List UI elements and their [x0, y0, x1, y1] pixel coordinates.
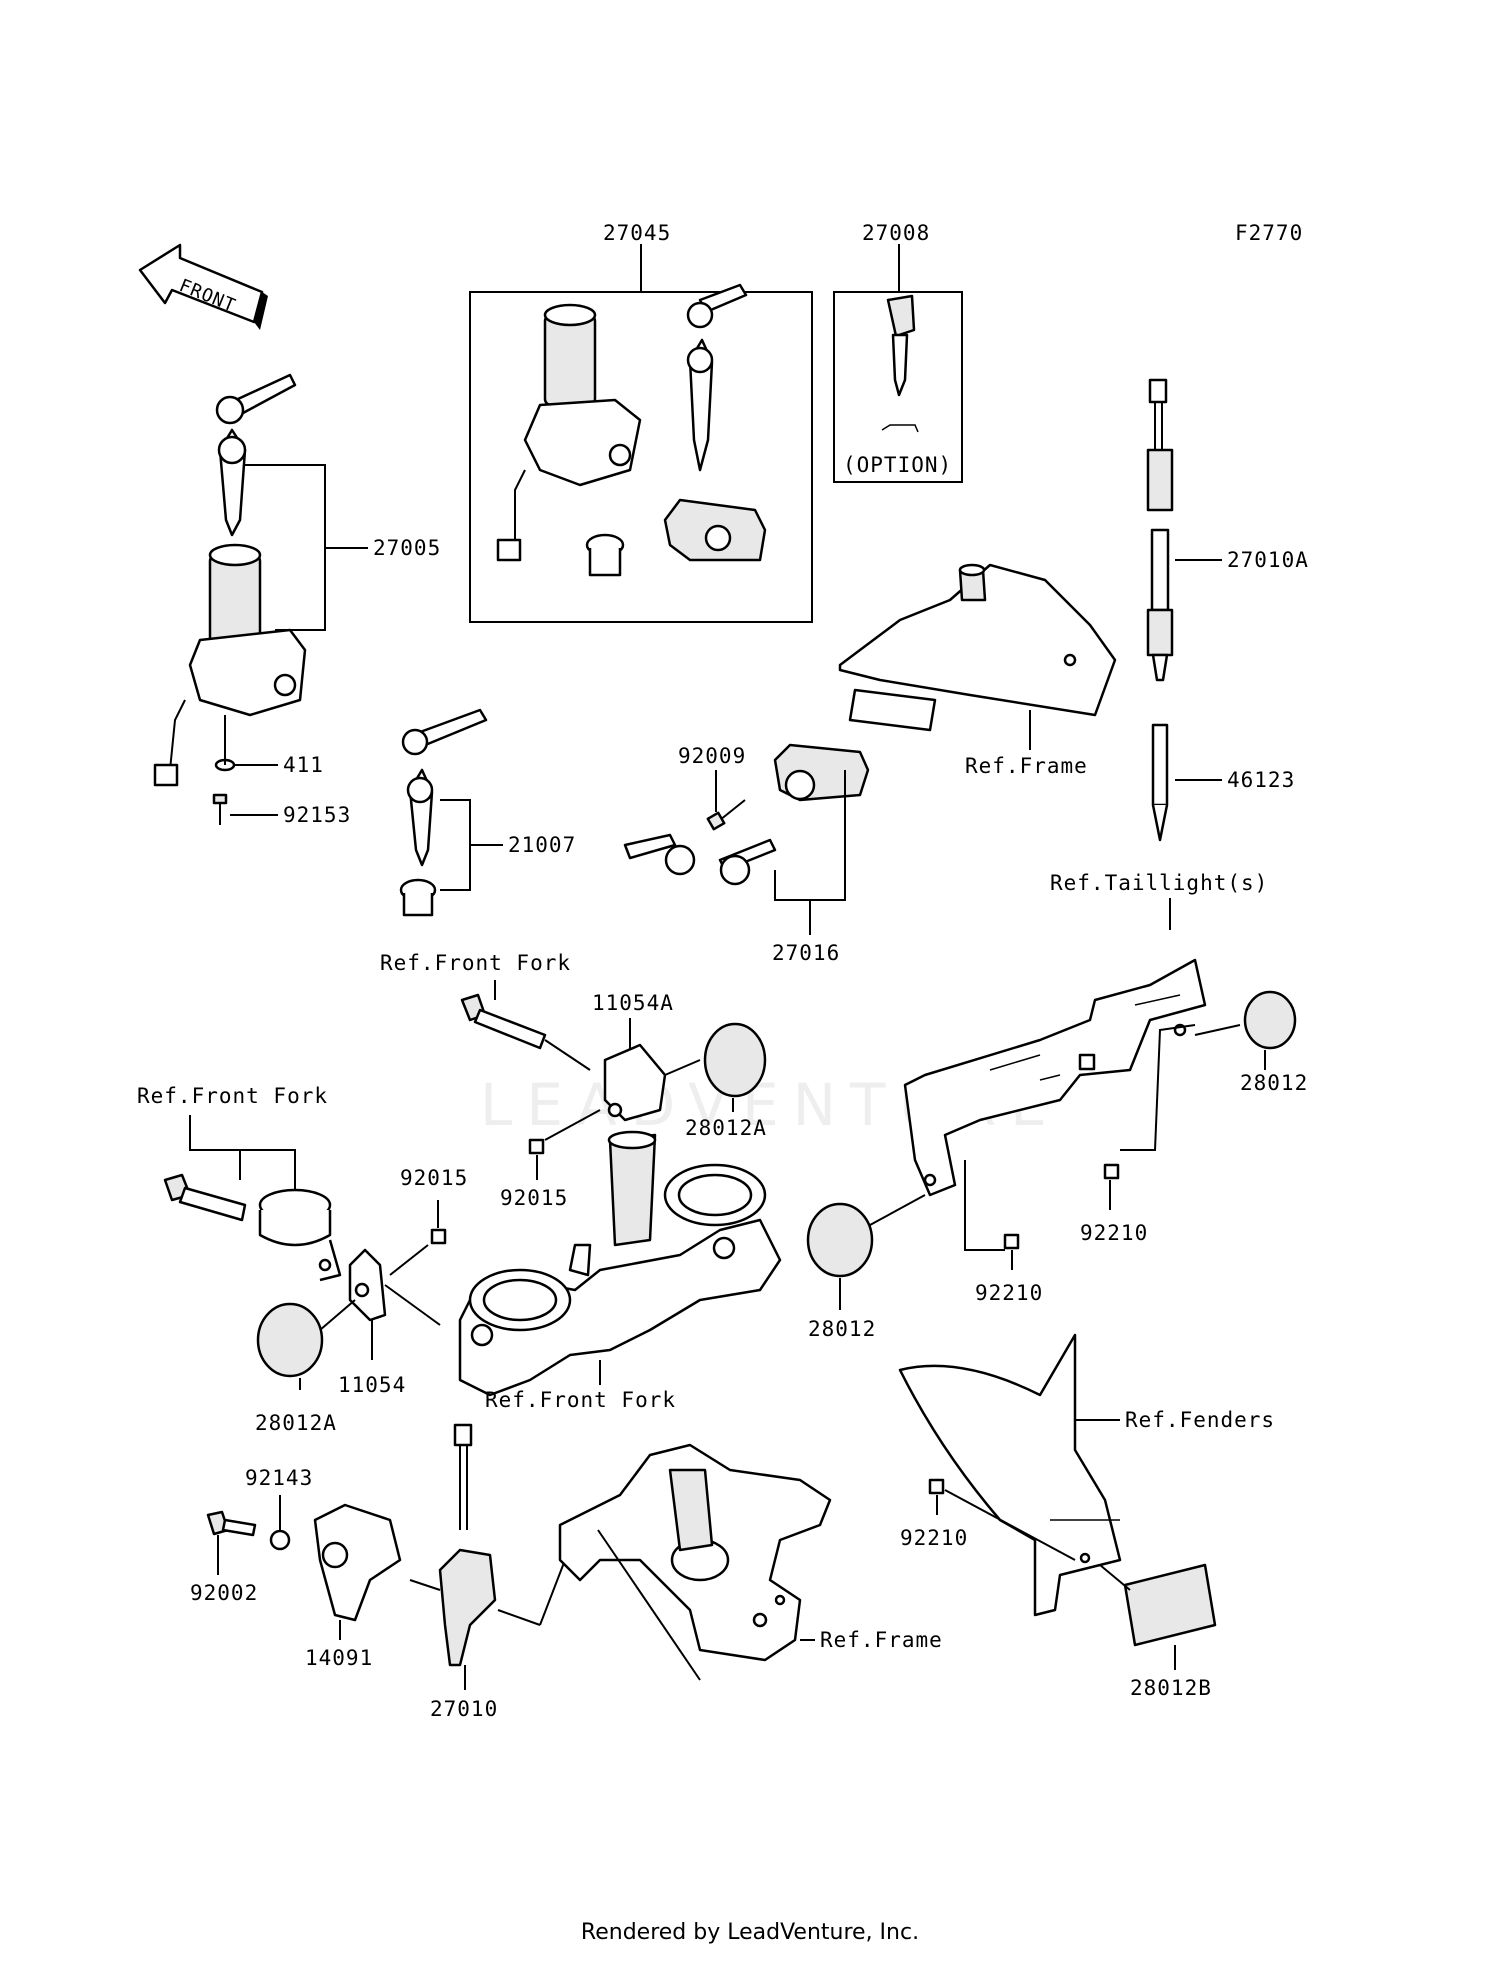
- option-label: (OPTION): [843, 453, 952, 477]
- front-arrow-icon: FRONT: [138, 243, 268, 330]
- part-number-27045: 27045: [603, 221, 671, 245]
- part-number-27010: 27010: [430, 1697, 498, 1721]
- footer-credit: Rendered by LeadVenture, Inc.: [580, 1920, 920, 1945]
- option-key-group: 27008 (OPTION): [833, 221, 963, 483]
- taillight-bracket: Ref.Taillight(s) 28012 92210 28012 92210: [806, 871, 1308, 1341]
- nut-icon: [1103, 1163, 1120, 1180]
- nut-icon: [430, 1228, 447, 1245]
- seat-lock-icon: [663, 498, 767, 562]
- part-number-11054: 11054: [338, 1373, 406, 1397]
- bolt-icon: [206, 1510, 257, 1537]
- screw-icon: [212, 793, 228, 825]
- fender-group: Ref.Fenders 92210 28012B: [898, 1333, 1275, 1700]
- washer-icon: [269, 1529, 291, 1551]
- diagram-code: F2770: [1235, 221, 1303, 245]
- ref-fenders: Ref.Fenders: [1125, 1408, 1275, 1432]
- ignition-switch-left: 27005 411 92153: [153, 373, 441, 827]
- bolt-icon: [706, 799, 746, 831]
- part-number-28012A-left: 28012A: [255, 1411, 337, 1435]
- ref-frame-bottom: Ref.Frame: [820, 1628, 943, 1652]
- ref-taillights: Ref.Taillight(s): [1050, 871, 1268, 895]
- part-number-92009: 92009: [678, 744, 746, 768]
- frame-bottom: Ref.Frame: [558, 1443, 943, 1681]
- part-number-92210-right: 92210: [1080, 1221, 1148, 1245]
- part-number-92153: 92153: [283, 803, 351, 827]
- bolt-icon: [460, 993, 547, 1050]
- ref-frame-top: Ref.Frame: [965, 754, 1088, 778]
- key-icon: [686, 283, 748, 472]
- part-number-27008: 27008: [862, 221, 930, 245]
- part-number-28012-mid: 28012: [808, 1317, 876, 1341]
- cap-icon: [585, 533, 625, 577]
- part-number-11054A: 11054A: [592, 991, 674, 1015]
- blank-key-icon: [881, 294, 919, 433]
- part-number-92015-top: 92015: [500, 1186, 568, 1210]
- part-number-92210-low: 92210: [900, 1526, 968, 1550]
- part-number-28012-right: 28012: [1240, 1071, 1308, 1095]
- nut-icon: [1003, 1233, 1020, 1250]
- reflector-icon: [1123, 1563, 1217, 1647]
- part-number-92210-mid: 92210: [975, 1281, 1043, 1305]
- part-number-411: 411: [283, 753, 324, 777]
- reflector-icon: [256, 1302, 324, 1378]
- part-number-27016: 27016: [772, 941, 840, 965]
- ref-front-fork-top: Ref.Front Fork: [380, 951, 571, 975]
- reflector-icon: [1243, 990, 1297, 1050]
- part-number-28012A-top: 28012A: [685, 1116, 767, 1140]
- part-number-92143: 92143: [245, 1466, 313, 1490]
- part-number-27010A: 27010A: [1227, 548, 1309, 572]
- part-number-27005: 27005: [373, 536, 441, 560]
- reflector-icon: [806, 1202, 874, 1278]
- ref-front-fork-bottom: Ref.Front Fork: [485, 1388, 676, 1412]
- part-number-46123: 46123: [1227, 768, 1295, 792]
- part-number-28012B: 28012B: [1130, 1676, 1212, 1700]
- frame-top: Ref.Frame: [838, 563, 1117, 778]
- front-fork-left-group: Ref.Front Fork 92015 11054 28012A: [137, 1084, 468, 1435]
- seat-lock-assembly: 92009 27016: [623, 743, 870, 965]
- part-number-92015-left: 92015: [400, 1166, 468, 1190]
- ignition-switch-kit-group: 27045: [469, 221, 813, 623]
- nut-icon: [528, 1138, 545, 1155]
- part-number-92002: 92002: [190, 1581, 258, 1605]
- bolt-icon: [163, 1173, 247, 1222]
- nut-icon: [928, 1478, 945, 1495]
- ignition-switch-icon: [496, 303, 642, 562]
- part-number-14091: 14091: [305, 1646, 373, 1670]
- reflector-icon: [703, 1022, 767, 1098]
- front-fork-top-group: Ref.Front Fork 11054A 28012A 92015: [380, 951, 767, 1210]
- triple-clamp: Ref.Front Fork: [458, 1130, 782, 1412]
- key-set-21007: 21007: [399, 708, 576, 917]
- lower-switch-group: 92143 92002 14091 27010: [190, 1423, 601, 1721]
- ref-front-fork-left: Ref.Front Fork: [137, 1084, 328, 1108]
- switch-27010A: 27010A 46123: [1146, 378, 1309, 842]
- part-number-21007: 21007: [508, 833, 576, 857]
- spring-icon: [1151, 723, 1169, 842]
